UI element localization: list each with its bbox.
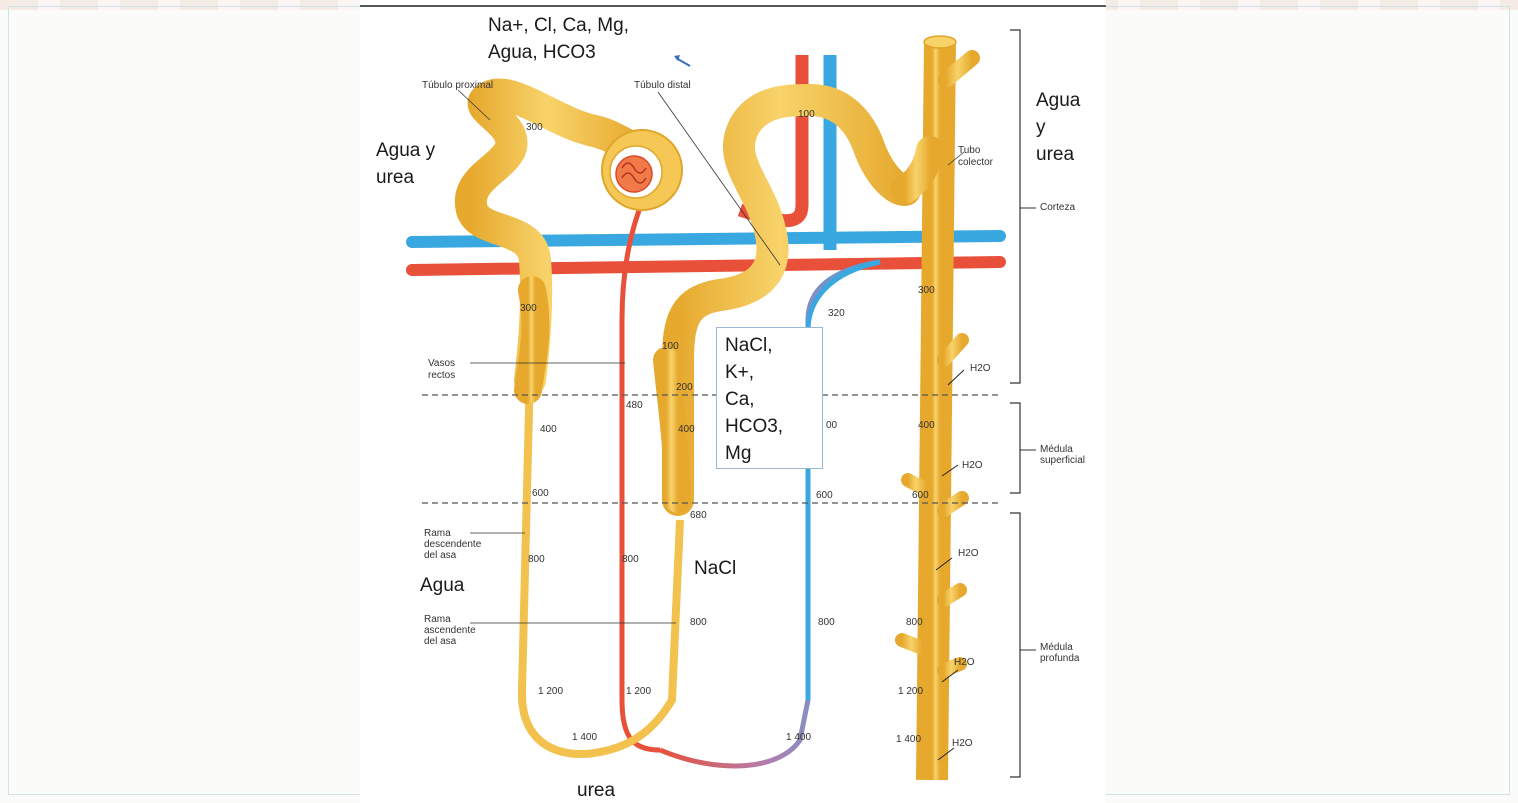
osm-col-600: 600 [912, 490, 929, 501]
ions-box: NaCl, K+, Ca, HCO3, Mg [716, 327, 823, 469]
corteza-label: Corteza [1040, 202, 1075, 213]
right-agua-word: Agua [1036, 87, 1080, 114]
right-y-word: y [1036, 114, 1080, 141]
horizontal-artery [412, 262, 1000, 270]
left-agua-urea-line2: urea [376, 167, 414, 189]
osm-desc-400: 400 [540, 424, 557, 435]
h2o-label-3: H2O [958, 548, 979, 559]
nacl-label: NaCl [694, 558, 736, 580]
osm-asc-800: 800 [690, 617, 707, 628]
osm-col-1400: 1 400 [896, 734, 921, 745]
osm-prox-300-desc: 300 [520, 303, 537, 314]
h2o-label-4: H2O [954, 657, 975, 668]
top-ions-line2: Agua, HCO3 [488, 42, 596, 64]
osm-distal-100: 100 [798, 109, 815, 120]
osm-desc-600: 600 [532, 488, 549, 499]
right-agua-urea: Agua y urea [1036, 87, 1080, 168]
bracket-medulla-prof [1010, 513, 1020, 777]
vasos-rectos-label2: rectos [428, 370, 455, 381]
box-ion-ca: Ca, [725, 386, 783, 413]
osm-col-1200: 1 200 [898, 686, 923, 697]
nephron-figure: Na+, Cl, Ca, Mg, Agua, HCO3 Agua y urea … [360, 0, 1106, 803]
osm-asc-200: 200 [676, 382, 693, 393]
osm-vr-800: 800 [622, 554, 639, 565]
bracket-medulla-sup [1010, 403, 1020, 493]
vasa-recta-red [622, 195, 660, 750]
vasos-rectos-label1: Vasos [428, 358, 455, 369]
osm-desc-800: 800 [528, 554, 545, 565]
right-urea-word: urea [1036, 141, 1080, 168]
osm-vr-1200: 1 200 [626, 686, 651, 697]
osm-col-300: 300 [918, 285, 935, 296]
box-ion-hco3: HCO3, [725, 413, 783, 440]
box-ion-k: K+, [725, 359, 783, 386]
osm-vb-x00: 00 [826, 420, 837, 431]
glomerulus [616, 156, 652, 192]
osm-asc-100: 100 [662, 341, 679, 352]
osm-desc-1200: 1 200 [538, 686, 563, 697]
osm-col-800: 800 [906, 617, 923, 628]
tubulo-proximal-label: Túbulo proximal [422, 80, 493, 91]
box-ion-mg: Mg [725, 440, 783, 467]
left-agua-urea-line1: Agua y [376, 140, 435, 162]
box-ion-nacl: NaCl, [725, 332, 783, 359]
top-ions-line1: Na+, Cl, Ca, Mg, [488, 15, 629, 37]
osm-vb-800: 800 [818, 617, 835, 628]
tubo-colector-label2: colector [958, 157, 993, 168]
tubo-colector-label1: Tubo [958, 145, 980, 156]
h2o-label-5: H2O [952, 738, 973, 749]
h2o-label-1: H2O [970, 363, 991, 374]
osm-asc-400: 400 [678, 424, 695, 435]
osm-col-400: 400 [918, 420, 935, 431]
osm-vb-1400: 1 400 [786, 732, 811, 743]
osm-prox-300-top: 300 [526, 122, 543, 133]
osm-asc-680: 680 [690, 510, 707, 521]
osm-vb-320: 320 [828, 308, 845, 319]
tubulo-distal-label: Túbulo distal [634, 80, 691, 91]
agua-label: Agua [420, 575, 464, 597]
osm-vb-600: 600 [816, 490, 833, 501]
urea-bottom-label: urea [577, 780, 615, 802]
osm-vr-480: 480 [626, 400, 643, 411]
osm-loop-1400: 1 400 [572, 732, 597, 743]
bracket-cortex [1010, 30, 1020, 383]
h2o-label-2: H2O [962, 460, 983, 471]
